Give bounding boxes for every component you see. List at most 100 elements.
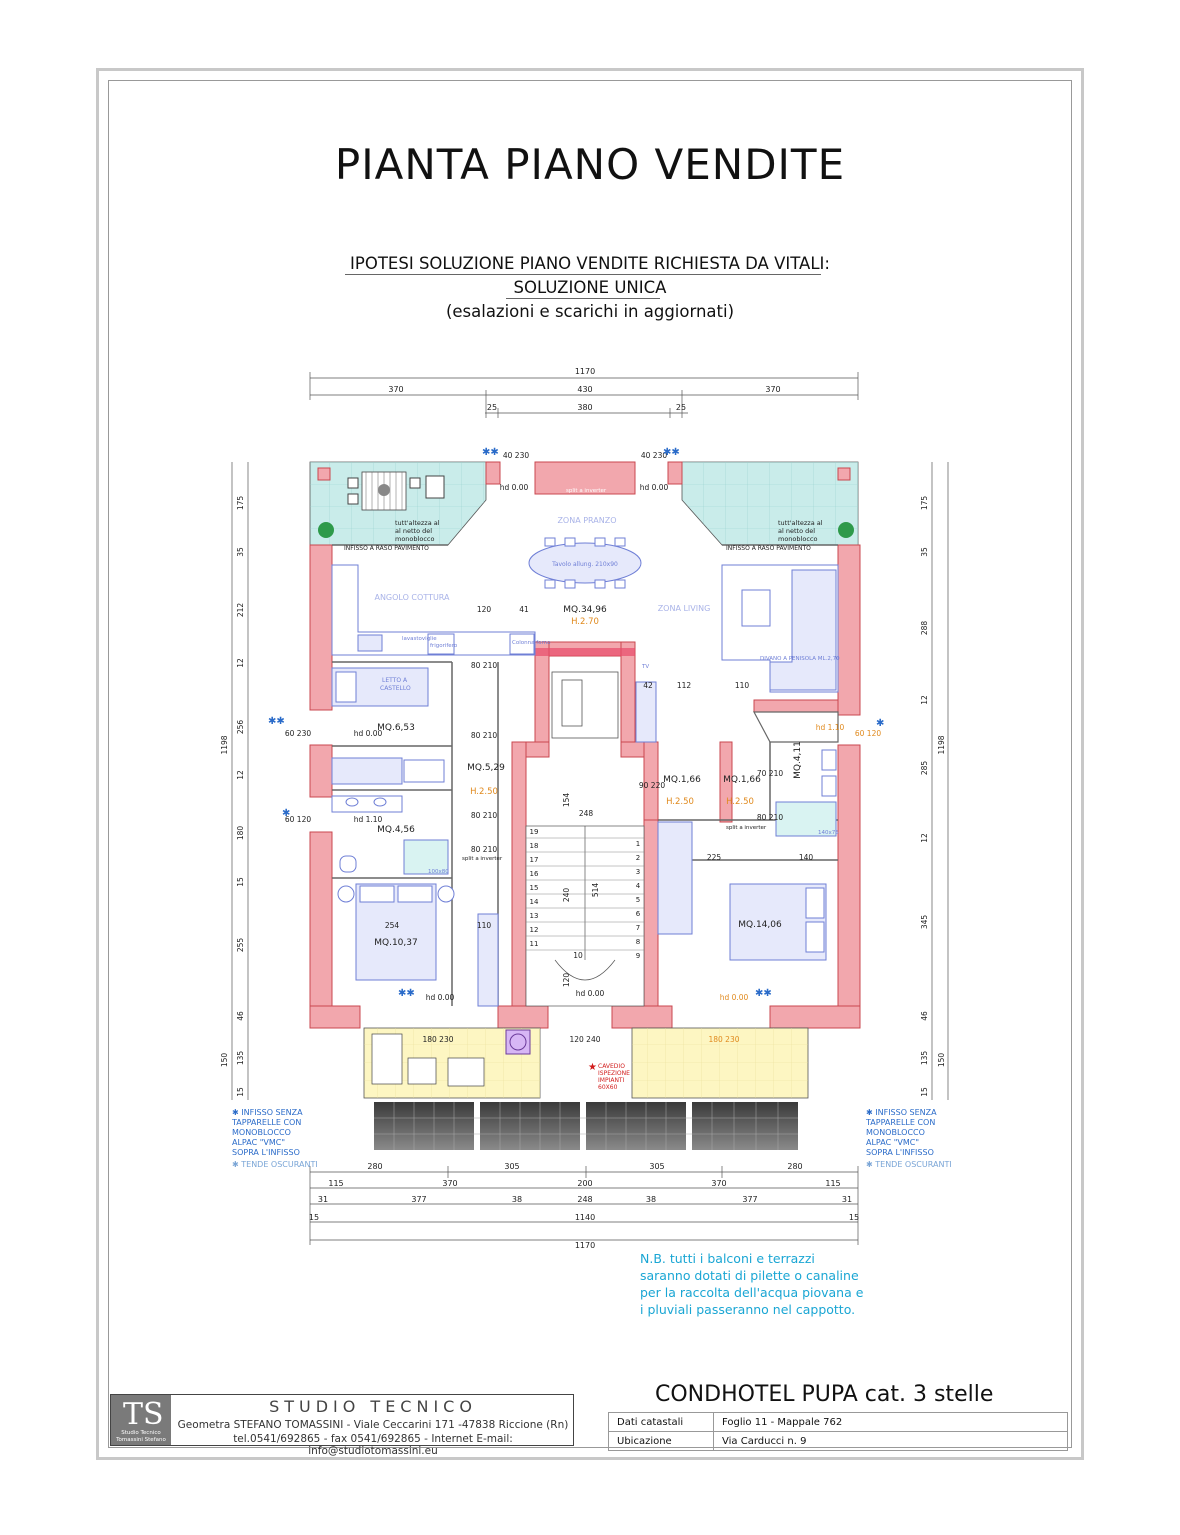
logo-mark-icon: TS xyxy=(123,1397,164,1432)
dim-right-10: 15 xyxy=(920,1087,929,1097)
dim-top-2: 430 xyxy=(577,385,592,394)
table-value: Foglio 11 - Mappale 762 xyxy=(713,1412,1068,1432)
dim-left-12: 15 xyxy=(236,1087,245,1097)
dim-bot-3a: 31 xyxy=(318,1195,328,1204)
dim-left-1: 175 xyxy=(236,496,245,511)
dim-bot-2b: 370 xyxy=(442,1179,457,1188)
bathroom-fixtures xyxy=(339,797,387,873)
legend-line: TAPPARELLE CON xyxy=(232,1118,302,1127)
dim-110: 110 xyxy=(735,681,750,690)
dim-110b: 110 xyxy=(477,921,492,930)
dim-120b: 120 xyxy=(562,973,571,988)
table-row: Dati catastali Foglio 11 - Mappale 762 xyxy=(608,1412,1068,1432)
dim-right-balcony: 150 xyxy=(937,1053,946,1068)
hd-label: hd 0.00 xyxy=(576,989,605,998)
window-label: 60 230 xyxy=(285,729,311,738)
stair-number: 14 xyxy=(530,898,539,906)
note-tutt-r-2: al netto del xyxy=(778,527,815,535)
dimension-lines xyxy=(231,377,949,1241)
dim-top-1: 370 xyxy=(388,385,403,394)
snowflake-icon: ✱ xyxy=(866,1108,873,1117)
terrace-table xyxy=(347,471,445,511)
studio-name: STUDIO TECNICO xyxy=(269,1397,477,1416)
dim-bot-total: 1170 xyxy=(575,1241,595,1250)
bathroom-right xyxy=(753,711,839,837)
dining-table-label: Tavolo allung. 210x90 xyxy=(551,561,618,568)
stair-number: 8 xyxy=(636,938,640,946)
dim-bot-2a: 115 xyxy=(328,1179,343,1188)
dim-left-11: 135 xyxy=(236,1051,245,1066)
room-height-166a: H.2.50 xyxy=(666,797,694,807)
solar-panels xyxy=(374,1102,798,1150)
room-area-166b: MQ.1,66 xyxy=(723,775,761,785)
project-info-table: Dati catastali Foglio 11 - Mappale 762 U… xyxy=(608,1412,1068,1451)
window-label: 60 120 xyxy=(855,729,881,738)
dim-left-8: 15 xyxy=(236,877,245,887)
subtitle-underline-2 xyxy=(506,298,660,299)
table-value: Via Carducci n. 9 xyxy=(713,1431,1068,1451)
stair-treads xyxy=(526,837,644,951)
dim-left-9: 255 xyxy=(236,938,245,953)
sofa xyxy=(721,564,839,693)
sofa-label: DIVANO A PENISOLA ML.2,70 xyxy=(760,656,840,662)
dimension-ticks xyxy=(309,372,859,1245)
cavedio-label-2: ISPEZIONE xyxy=(598,1070,630,1077)
hd-label: hd 1.10 xyxy=(816,723,845,732)
window-marker-icon: ✱✱ xyxy=(268,716,285,727)
dim-bot-1a: 280 xyxy=(367,1162,382,1171)
legend-left: ✱ INFISSO SENZA TAPPARELLE CON MONOBLOCC… xyxy=(232,1108,322,1170)
stair-number: 13 xyxy=(530,912,539,920)
note-infisso-r: INFISSO A RASO PAVIMENTO xyxy=(726,545,811,552)
note-tutt-l-1: tutt'altezza al xyxy=(395,519,440,527)
door-label: 80 210 xyxy=(471,845,497,854)
legend-line: SOPRA L'INFISSO xyxy=(866,1148,934,1157)
dim-left-4: 12 xyxy=(236,658,245,668)
studio-logo: TS Studio Tecnico Tomassini Stefano xyxy=(111,1395,171,1445)
subtitle-line-3: (esalazioni e scarichi in aggiornati) xyxy=(445,302,735,321)
room-area-411: MQ.4,11 xyxy=(793,741,803,779)
dim-bot-15r: 15 xyxy=(849,1213,859,1222)
dim-left-7: 180 xyxy=(236,826,245,841)
dim-right-7: 345 xyxy=(920,915,929,930)
stair-number: 6 xyxy=(636,910,641,918)
double-bed-left xyxy=(337,883,455,981)
cavedio-label-3: IMPIANTI xyxy=(598,1077,625,1084)
dim-right-6: 12 xyxy=(920,833,929,843)
dim-left-2: 35 xyxy=(236,547,245,557)
bunk-bed xyxy=(331,667,429,707)
legend-line: MONOBLOCCO xyxy=(866,1128,925,1137)
dim-41: 41 xyxy=(519,605,529,614)
stair-number: 12 xyxy=(530,926,539,934)
drawing-frame-outer xyxy=(96,68,1084,1460)
lift xyxy=(551,671,619,739)
dimension-labels-left: 175 35 212 12 256 12 180 15 255 46 135 1… xyxy=(220,496,245,1097)
room-height-166b: H.2.50 xyxy=(726,797,754,807)
dim-inner-1: 25 xyxy=(487,403,497,412)
note-tutt-r-3: monoblocco xyxy=(778,535,817,543)
window-marker-icons: ✱✱ ✱✱ ✱✱ ✱ ✱ ✱✱ ✱✱ xyxy=(268,447,884,999)
stair-number: 17 xyxy=(530,856,539,864)
bunk-label-2: CASTELLO xyxy=(380,685,411,692)
dim-bot-3g: 31 xyxy=(842,1195,852,1204)
dim-bot-1d: 280 xyxy=(787,1162,802,1171)
dim-bot-2e: 115 xyxy=(825,1179,840,1188)
dim-left-total: 1198 xyxy=(220,735,229,754)
dim-right-5: 285 xyxy=(920,761,929,776)
project-name: CONDHOTEL PUPA cat. 3 stelle xyxy=(655,1382,994,1407)
snowflake-icon: ✱ xyxy=(232,1160,239,1169)
room-area-1037: MQ.10,37 xyxy=(374,938,417,948)
stair-number: 5 xyxy=(636,896,640,904)
dim-10: 10 xyxy=(573,951,583,960)
oven-label: Colonna forno xyxy=(512,640,551,646)
dim-bot-3f: 377 xyxy=(742,1195,757,1204)
tv-label: TV xyxy=(641,664,649,670)
dim-254: 254 xyxy=(385,921,400,930)
note-line: per la raccolta dell'acqua piovana e xyxy=(640,1285,864,1300)
door-label: 80 210 xyxy=(471,661,497,670)
dim-left-10: 46 xyxy=(236,1011,245,1021)
dim-bot-3c: 38 xyxy=(512,1195,522,1204)
table-label: Ubicazione xyxy=(608,1431,714,1451)
dim-top-3: 370 xyxy=(765,385,780,394)
dim-right-3: 288 xyxy=(920,621,929,636)
